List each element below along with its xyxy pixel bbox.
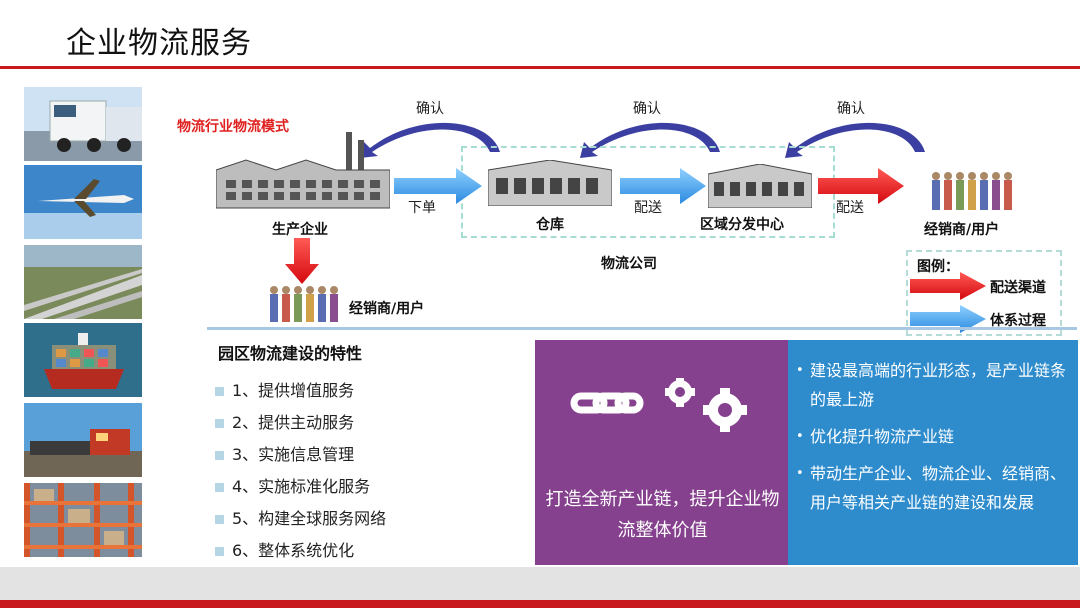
feature-item: 4、实施标准化服务 <box>215 476 386 508</box>
features-list: 1、提供增值服务 2、提供主动服务 3、实施信息管理 4、实施标准化服务 5、构… <box>215 380 386 572</box>
logistics-mode-title: 物流行业物流模式 <box>177 119 289 135</box>
confirm-arrow-2 <box>580 122 720 158</box>
customers-icon <box>932 172 1012 210</box>
legend-arrow-red <box>910 272 986 300</box>
confirm-label-3: 确认 <box>837 101 865 117</box>
footer-accent-bar <box>0 600 1080 608</box>
bullet-icon <box>215 483 224 492</box>
bullet-icon <box>215 419 224 428</box>
producer-label: 生产企业 <box>272 222 328 238</box>
train-photo <box>24 403 142 477</box>
benefit-item: 带动生产企业、物流企业、经销商、用户等相关产业链的建设和发展 <box>796 459 1066 517</box>
benefit-item: 建设最高端的行业形态，是产业链条的最上游 <box>796 356 1066 414</box>
section-divider <box>207 327 1077 330</box>
factory-icon <box>216 132 390 209</box>
chain-gears-icon <box>570 378 747 432</box>
legend-title: 图例： <box>917 259 959 275</box>
features-title: 园区物流建设的特性 <box>218 344 363 363</box>
legend <box>906 250 1062 336</box>
warehouse-icon <box>488 160 612 206</box>
legend-item-blue: 体系过程 <box>990 313 1046 329</box>
feature-item: 3、实施信息管理 <box>215 444 386 476</box>
distribution-center-icon <box>708 164 812 208</box>
bullet-icon <box>215 515 224 524</box>
truck-photo <box>24 87 142 161</box>
legend-item-red: 配送渠道 <box>990 280 1046 296</box>
confirm-label-1: 确认 <box>416 101 444 117</box>
bullet-icon <box>215 451 224 460</box>
feature-item: 6、整体系统优化 <box>215 540 386 572</box>
dealer-left-label: 经销商/用户 <box>349 301 425 317</box>
cargo-ship-photo <box>24 323 142 397</box>
bullet-icon <box>215 387 224 396</box>
confirm-arrow-1 <box>360 122 500 158</box>
legend-arrow-blue <box>910 305 986 333</box>
deliver-arrow-red <box>818 168 904 204</box>
warehouse-shelves-photo <box>24 483 142 557</box>
page-title: 企业物流服务 <box>66 26 252 61</box>
value-panel-text: 打造全新产业链，提升企业物流整体价值 <box>545 489 780 541</box>
deliver-label-1: 配送 <box>634 200 662 216</box>
regional-center-label: 区域分发中心 <box>700 217 784 233</box>
deliver-arrow-blue <box>620 168 706 204</box>
footer-band <box>0 567 1080 600</box>
down-arrow-red <box>285 238 319 284</box>
warehouse-label: 仓库 <box>536 217 564 233</box>
deliver-label-2: 配送 <box>836 200 864 216</box>
airplane-photo <box>24 165 142 239</box>
feature-item: 5、构建全球服务网络 <box>215 508 386 540</box>
feature-item: 2、提供主动服务 <box>215 412 386 444</box>
order-arrow <box>394 168 482 204</box>
customers-left-icon <box>270 286 338 322</box>
feature-item: 1、提供增值服务 <box>215 380 386 412</box>
benefit-item: 优化提升物流产业链 <box>796 422 1066 451</box>
confirm-arrow-3 <box>785 122 925 158</box>
highway-photo <box>24 245 142 319</box>
confirm-label-2: 确认 <box>633 101 661 117</box>
benefits-list: 建设最高端的行业形态，是产业链条的最上游 优化提升物流产业链 带动生产企业、物流… <box>796 356 1066 525</box>
order-label: 下单 <box>408 200 436 216</box>
dealer-right-label: 经销商/用户 <box>924 222 1000 238</box>
bullet-icon <box>215 547 224 556</box>
value-panel <box>535 340 788 565</box>
logistics-company-label: 物流公司 <box>601 256 657 272</box>
title-underline <box>0 66 1080 69</box>
